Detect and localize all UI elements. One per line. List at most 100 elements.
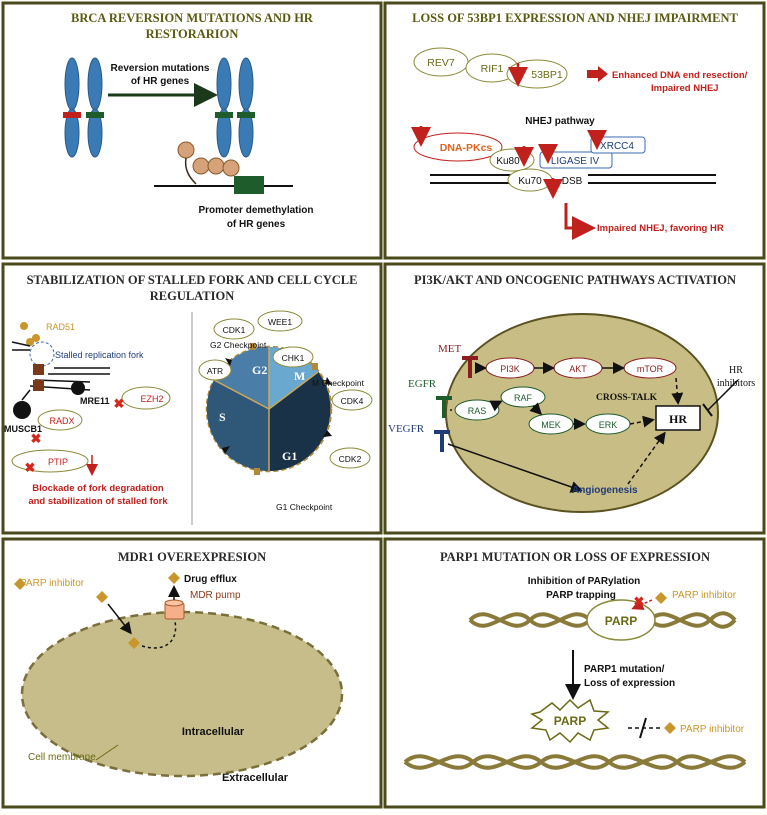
atr-label: ATR — [207, 366, 223, 376]
hr-label: HR — [669, 412, 687, 426]
met-label: MET — [438, 343, 462, 355]
mdr-pump-label: MDR pump — [190, 590, 241, 601]
g2-sector — [214, 346, 269, 409]
trapping-label: PARP trapping — [546, 590, 616, 601]
chromosome-left-2 — [86, 57, 104, 158]
hr-inhibitors-label-line1: HR — [729, 365, 743, 376]
cdk1-label: CDK1 — [223, 325, 246, 335]
angio-hr-arrow — [627, 431, 666, 485]
ezh2-x-icon: ✖ — [114, 396, 125, 411]
drug-efflux-label: Drug efflux — [184, 574, 237, 585]
panel-3-title-line2: REGULATION — [150, 289, 235, 303]
blockade-label-line2: and stabilization of stalled fork — [28, 496, 168, 507]
intracellular-label: Intracellular — [182, 726, 245, 738]
g1-checkpoint-label: G1 Checkpoint — [276, 502, 333, 512]
rev7-label: REV7 — [427, 57, 455, 69]
g2-checkpoint-label: G2 Checkpoint — [210, 340, 267, 350]
pi3k-label: PI3K — [500, 364, 520, 374]
panel-5-frame — [1, 537, 383, 809]
ezh2-label: EZH2 — [140, 394, 163, 404]
mre11-shape — [71, 381, 85, 395]
panel-2-frame — [383, 1, 766, 260]
cell-membrane-label: Cell membrane — [28, 752, 96, 763]
panel-6-frame — [383, 537, 766, 809]
drug-diamond-3 — [128, 637, 140, 649]
erk-label: ERK — [599, 420, 618, 430]
g2-label: G2 — [252, 363, 267, 377]
enhanced-label-line1: Enhanced DNA end resection/ — [612, 70, 748, 81]
egfr-label: EGFR — [408, 378, 437, 390]
radx-label: RADX — [49, 416, 74, 426]
akt-label: AKT — [569, 364, 587, 374]
radx-x-icon: ✖ — [31, 431, 42, 446]
mtor-label: mTOR — [637, 364, 664, 374]
promoter-label-line1: Promoter demethylation — [198, 205, 313, 216]
mutation-label-line2: Loss of expression — [584, 678, 675, 689]
chk1-node — [272, 346, 314, 368]
panel-stalled-fork: STABILIZATION OF STALLED FORK AND CELL C… — [4, 273, 373, 525]
atr-node — [198, 359, 232, 381]
wee1-node — [257, 310, 303, 332]
methyl-groups — [177, 141, 240, 185]
extracellular-label: Extracellular — [222, 772, 289, 784]
53bp1-label: 53BP1 — [531, 69, 563, 81]
ku70-label: Ku70 — [518, 176, 542, 187]
nhej-pathway-label: NHEJ pathway — [525, 116, 595, 127]
inhibitor-block-slash — [639, 717, 647, 739]
g1-label: G1 — [282, 449, 297, 463]
parp-star-label: PARP — [554, 714, 586, 728]
reversion-label-line1: Reversion mutations — [111, 63, 210, 74]
stalled-label: Stalled replication fork — [55, 350, 144, 360]
drug-entry-arrow — [107, 603, 132, 635]
promoter-box — [234, 176, 264, 194]
panel-brca-reversion: BRCA REVERSION MUTATIONS AND HR RESTORAR… — [63, 11, 314, 230]
panel-2-title: LOSS OF 53BP1 EXPRESSION AND NHEJ IMPAIR… — [412, 11, 738, 25]
cdk1-node — [213, 318, 255, 340]
wee1-label: WEE1 — [268, 317, 292, 327]
mus81-connector — [21, 389, 31, 401]
drug-diamond-1 — [14, 578, 26, 590]
panel-3-frame — [1, 262, 383, 535]
inhibition-label: Inhibition of PARylation — [528, 576, 641, 587]
m-checkpoint-label: M Checkpoint — [312, 378, 365, 388]
cdk4-node — [331, 389, 373, 411]
dna-helix-bottom — [403, 754, 747, 770]
crosstalk-label: CROSS-TALK — [596, 393, 658, 403]
mek-label: MEK — [541, 420, 561, 430]
panel-1-title-line2: RESTORARION — [146, 27, 239, 41]
drug-diamond-4 — [168, 572, 180, 584]
mus81-shape — [13, 401, 31, 419]
promoter-label-line2: of HR genes — [227, 219, 286, 230]
ezh2-node — [121, 386, 171, 410]
panel-53bp1: LOSS OF 53BP1 EXPRESSION AND NHEJ IMPAIR… — [411, 11, 748, 240]
inhibitor-x-icon: ✖ — [634, 594, 645, 609]
angiogenesis-label: Angiogenesis — [572, 485, 638, 496]
chk1-label: CHK1 — [282, 353, 305, 363]
cell-cycle-wheel — [205, 343, 333, 475]
rif1-label: RIF1 — [481, 63, 504, 75]
mdr-pump-top — [164, 599, 184, 607]
dnapkcs-label: DNA-PKcs — [440, 142, 493, 154]
parp-label: PARP — [605, 614, 637, 628]
met-receptor — [462, 356, 478, 378]
chromosome-right-1 — [215, 57, 233, 158]
53bp1-effect-arrow — [587, 66, 608, 82]
xrcc4-label: XRCC4 — [600, 141, 634, 152]
parp-inhibitor-top-label: PARP inhibitor — [672, 590, 737, 601]
dnapkcs-node — [413, 132, 503, 162]
hr-inhibitor-line — [707, 379, 739, 411]
fork-block-1 — [33, 364, 44, 375]
panel-1-frame — [1, 1, 383, 260]
rad51-label: RAD51 — [46, 322, 75, 332]
impaired-label: Impaired NHEJ, favoring HR — [597, 223, 724, 234]
dsb-label: DSB — [562, 176, 583, 187]
ligase-label: LIGASE IV — [551, 156, 600, 167]
ptip-label: PTIP — [48, 457, 68, 467]
panel-parp1: PARP1 MUTATION OR LOSS OF EXPRESSION Inh… — [403, 550, 747, 770]
cdk2-node — [329, 447, 371, 469]
raf-mek-arrow — [529, 402, 543, 416]
egfr-receptor — [436, 396, 452, 418]
vegfr-angio-arrow — [447, 443, 583, 493]
parp-inhibitor-label: PARP inhibitor — [20, 578, 85, 589]
rad51-dot-2 — [32, 334, 40, 342]
